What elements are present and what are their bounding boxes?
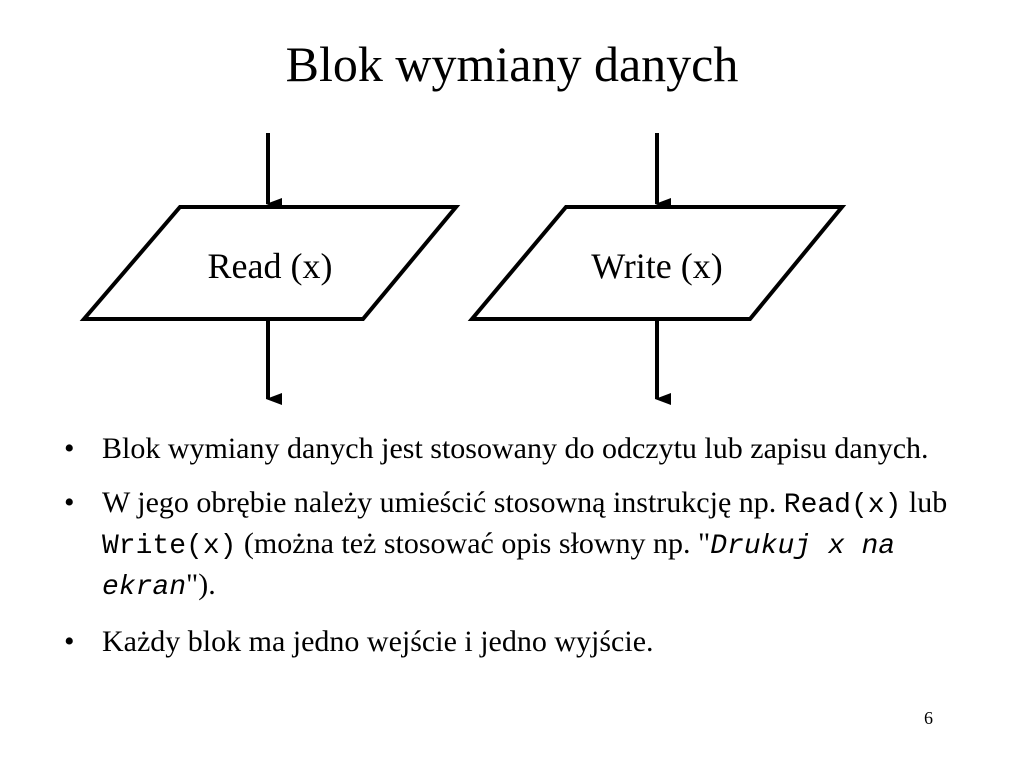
write-io-block [467, 205, 847, 321]
bullet-text: "). [186, 568, 216, 601]
bullet-dot-icon: • [64, 625, 75, 658]
bullet-text: lub [901, 486, 948, 519]
slide-title: Blok wymiany danych [285, 36, 739, 92]
bullet-text: Blok wymiany danych jest stosowany do od… [102, 432, 929, 465]
flowchart-diagram: Read (x) Write (x) [79, 133, 847, 405]
write-block-label: Write (x) [591, 246, 722, 286]
read-block-label: Read (x) [208, 246, 333, 286]
bullet-item: • Blok wymiany danych jest stosowany do … [60, 430, 980, 468]
bullet-text: W jego obrębie należy umieścić stosowną … [102, 486, 784, 519]
bullet-text: (można też stosować opis słowny np. " [236, 527, 711, 560]
code-write: Write(x) [102, 531, 237, 562]
code-read: Read(x) [783, 490, 902, 521]
bullet-dot-icon: • [64, 486, 75, 519]
bullet-dot-icon: • [64, 432, 75, 465]
read-io-block [79, 205, 461, 321]
bullet-text: Każdy blok ma jedno wejście i jedno wyjś… [102, 625, 654, 658]
code-example: Drukuj x na ekran [102, 531, 896, 603]
bullet-item: • W jego obrębie należy umieścić stosown… [60, 484, 980, 607]
page-number: 6 [924, 708, 933, 728]
bullet-list: • Blok wymiany danych jest stosowany do … [60, 430, 980, 677]
bullet-item: • Każdy blok ma jedno wejście i jedno wy… [60, 623, 980, 661]
